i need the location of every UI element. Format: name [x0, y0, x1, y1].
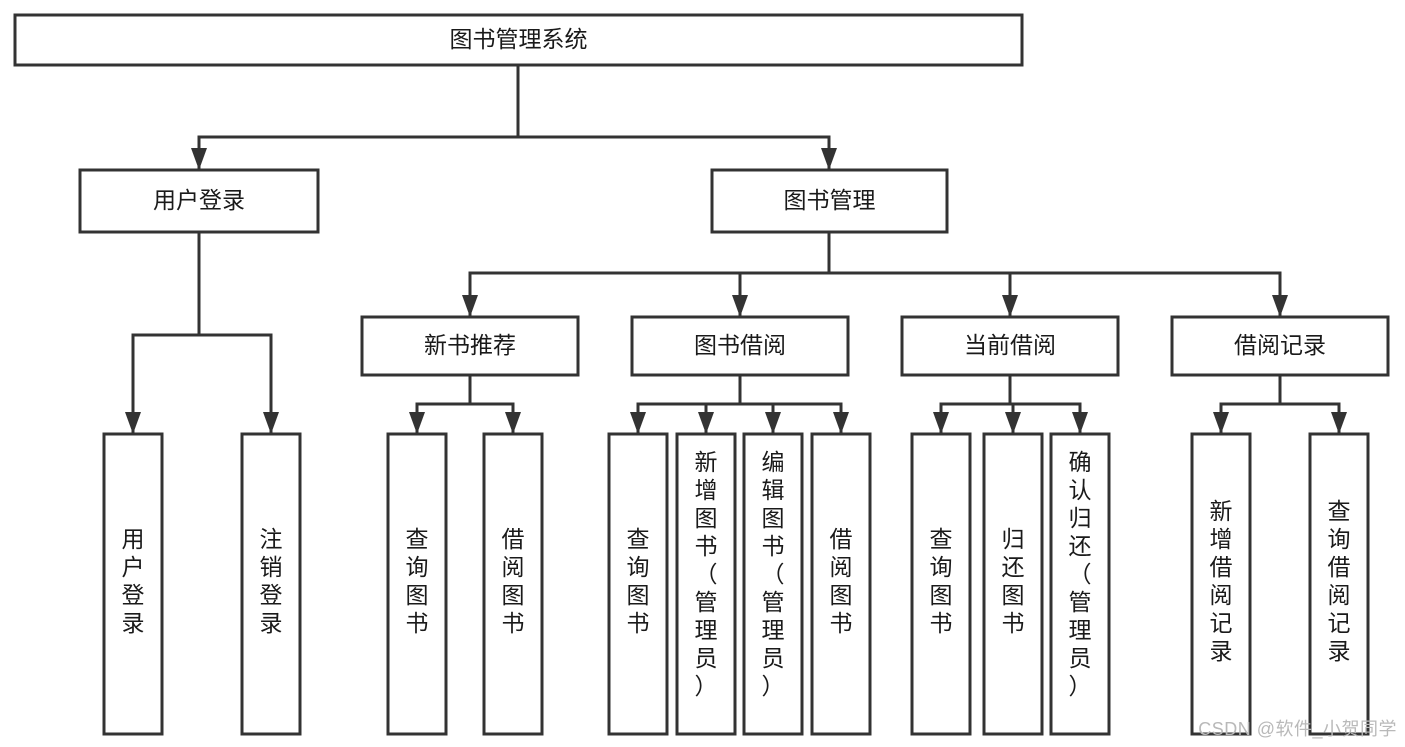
node-box[interactable] [1049, 432, 1111, 736]
node-label: 查询图书 [406, 526, 429, 636]
arrow-head [630, 412, 646, 434]
node-box[interactable] [482, 432, 544, 736]
arrow-head [1002, 295, 1018, 317]
node-box[interactable] [78, 168, 320, 234]
connectors-layer [125, 63, 1347, 435]
node-box[interactable] [1190, 432, 1252, 736]
connector-root-to-level2 [191, 63, 837, 171]
node-leaf-query-record[interactable]: 查询借阅记录 [1308, 432, 1370, 736]
node-box[interactable] [240, 432, 302, 736]
node-box[interactable] [982, 432, 1044, 736]
connector-borrowrecord-to-leaves [1213, 373, 1347, 435]
arrow-head [732, 295, 748, 317]
node-book-borrow[interactable]: 图书借阅 [630, 315, 850, 377]
node-borrow-record[interactable]: 借阅记录 [1170, 315, 1390, 377]
node-box[interactable] [810, 432, 872, 736]
node-label: 图书管理系统 [450, 26, 588, 52]
connector-bookborrow-to-leaves [630, 373, 849, 435]
node-leaf-logout[interactable]: 注销登录 [240, 432, 302, 736]
node-label: 用户登录 [122, 526, 145, 636]
node-label: 借阅图书 [830, 526, 853, 636]
arrow-head [191, 148, 207, 170]
node-box[interactable] [710, 168, 949, 234]
node-box[interactable] [910, 432, 972, 736]
arrow-head [933, 412, 949, 434]
arrow-head [462, 295, 478, 317]
node-box[interactable] [13, 13, 1024, 67]
connector-bookmgmt-to-level3 [462, 230, 1288, 318]
arrow-head [1272, 295, 1288, 317]
node-leaf-query-book-2[interactable]: 查询图书 [607, 432, 669, 736]
node-leaf-edit-book[interactable]: 编辑图书（管理员） [742, 432, 804, 736]
node-box[interactable] [900, 315, 1120, 377]
node-label: 图书借阅 [694, 332, 786, 358]
node-box[interactable] [102, 432, 164, 736]
node-box[interactable] [386, 432, 448, 736]
node-label: 用户登录 [153, 187, 245, 213]
node-box[interactable] [742, 432, 804, 736]
nodes-layer: 图书管理系统用户登录图书管理新书推荐图书借阅当前借阅借阅记录用户登录注销登录查询… [13, 13, 1390, 736]
node-box[interactable] [675, 432, 737, 736]
node-box[interactable] [630, 315, 850, 377]
node-label: 查询借阅记录 [1328, 498, 1351, 664]
arrow-head [409, 412, 425, 434]
arrow-head [765, 412, 781, 434]
node-label: 编辑图书（管理员） [762, 449, 785, 699]
arrow-head [125, 412, 141, 434]
arrow-head [1331, 412, 1347, 434]
arrow-head [1072, 412, 1088, 434]
node-box[interactable] [360, 315, 580, 377]
arrow-head [1005, 412, 1021, 434]
node-label: 新增图书（管理员） [695, 449, 718, 699]
arrow-head [833, 412, 849, 434]
node-label: 新增借阅记录 [1210, 498, 1233, 664]
node-leaf-add-record[interactable]: 新增借阅记录 [1190, 432, 1252, 736]
arrow-head [263, 412, 279, 434]
node-box[interactable] [607, 432, 669, 736]
node-leaf-confirm-return[interactable]: 确认归还（管理员） [1049, 432, 1111, 736]
node-current-borrow[interactable]: 当前借阅 [900, 315, 1120, 377]
connector-currentborrow-to-leaves [933, 373, 1088, 435]
node-leaf-borrow-book-2[interactable]: 借阅图书 [810, 432, 872, 736]
connector-newbook-to-leaves [409, 373, 521, 435]
node-label: 归还图书 [1002, 526, 1025, 636]
node-new-book-recommend[interactable]: 新书推荐 [360, 315, 580, 377]
arrow-head [1213, 412, 1229, 434]
node-label: 借阅图书 [502, 526, 525, 636]
node-label: 查询图书 [627, 526, 650, 636]
node-root[interactable]: 图书管理系统 [13, 13, 1024, 67]
node-book-management[interactable]: 图书管理 [710, 168, 949, 234]
node-label: 借阅记录 [1234, 332, 1326, 358]
node-box[interactable] [1170, 315, 1390, 377]
node-leaf-query-book-3[interactable]: 查询图书 [910, 432, 972, 736]
arrow-head [698, 412, 714, 434]
node-label: 图书管理 [784, 187, 876, 213]
node-leaf-add-book[interactable]: 新增图书（管理员） [675, 432, 737, 736]
node-leaf-user-login[interactable]: 用户登录 [102, 432, 164, 736]
arrow-head [505, 412, 521, 434]
node-user-login[interactable]: 用户登录 [78, 168, 320, 234]
connector-userlogin-to-leaves [125, 230, 279, 435]
arrow-head [821, 148, 837, 170]
node-box[interactable] [1308, 432, 1370, 736]
node-label: 当前借阅 [964, 332, 1056, 358]
node-label: 注销登录 [260, 526, 283, 636]
node-leaf-query-book-1[interactable]: 查询图书 [386, 432, 448, 736]
node-label: 新书推荐 [424, 332, 516, 358]
node-leaf-borrow-book-1[interactable]: 借阅图书 [482, 432, 544, 736]
node-label: 确认归还（管理员） [1069, 449, 1092, 699]
node-label: 查询图书 [930, 526, 953, 636]
node-leaf-return-book[interactable]: 归还图书 [982, 432, 1044, 736]
